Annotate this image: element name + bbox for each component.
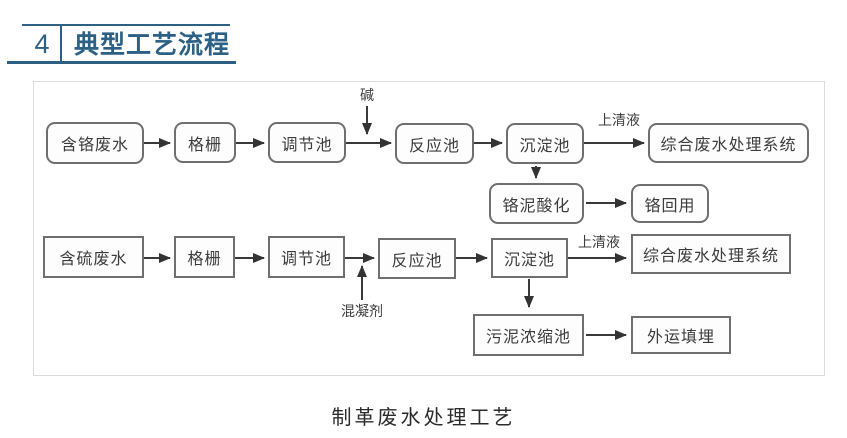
node-chrome-sedimentation-tank: 沉淀池 bbox=[506, 123, 584, 164]
connector-layer bbox=[144, 106, 645, 340]
node-sulfide-sedimentation-tank: 沉淀池 bbox=[491, 238, 568, 278]
node-chrome-regulating-tank: 调节池 bbox=[268, 122, 346, 163]
node-sulfide-screen: 格栅 bbox=[174, 236, 235, 278]
node-chrome-combined-treatment: 综合废水处理系统 bbox=[648, 123, 809, 163]
node-chrome-reaction-tank: 反应池 bbox=[395, 123, 474, 164]
node-sulfide-wastewater: 含硫废水 bbox=[43, 236, 144, 278]
node-sludge-thickening-tank: 污泥浓缩池 bbox=[473, 314, 584, 356]
label-supernatant-chrome: 上清液 bbox=[598, 112, 640, 128]
node-landfill: 外运填埋 bbox=[631, 316, 731, 354]
node-chrome-reuse: 铬回用 bbox=[631, 184, 709, 223]
diagram-caption: 制革废水处理工艺 bbox=[331, 407, 516, 429]
label-alkali: 碱 bbox=[360, 87, 374, 103]
node-chrome-wastewater: 含铬废水 bbox=[46, 122, 144, 164]
diagram-frame: 含铬废水 格栅 调节池 反应池 沉淀池 综合废水处理系统 铬泥酸化 铬回用 碱 … bbox=[33, 81, 825, 376]
section-title: 典型工艺流程 bbox=[74, 31, 231, 59]
node-sulfide-combined-treatment: 综合废水处理系统 bbox=[631, 234, 791, 274]
node-sulfide-reaction-tank: 反应池 bbox=[378, 238, 456, 279]
header-bottom-rule bbox=[7, 61, 236, 64]
node-chrome-sludge-acidification: 铬泥酸化 bbox=[489, 183, 584, 224]
header-top-rule bbox=[22, 24, 230, 26]
header-divider bbox=[60, 26, 62, 61]
label-supernatant-sulfide: 上清液 bbox=[578, 234, 620, 250]
section-number: 4 bbox=[34, 29, 50, 59]
node-sulfide-regulating-tank: 调节池 bbox=[268, 236, 345, 278]
sulfide-line-arrows bbox=[144, 253, 627, 340]
node-chrome-screen: 格栅 bbox=[174, 122, 236, 163]
chrome-line-arrows bbox=[144, 106, 645, 208]
label-coagulant: 混凝剂 bbox=[341, 303, 383, 319]
